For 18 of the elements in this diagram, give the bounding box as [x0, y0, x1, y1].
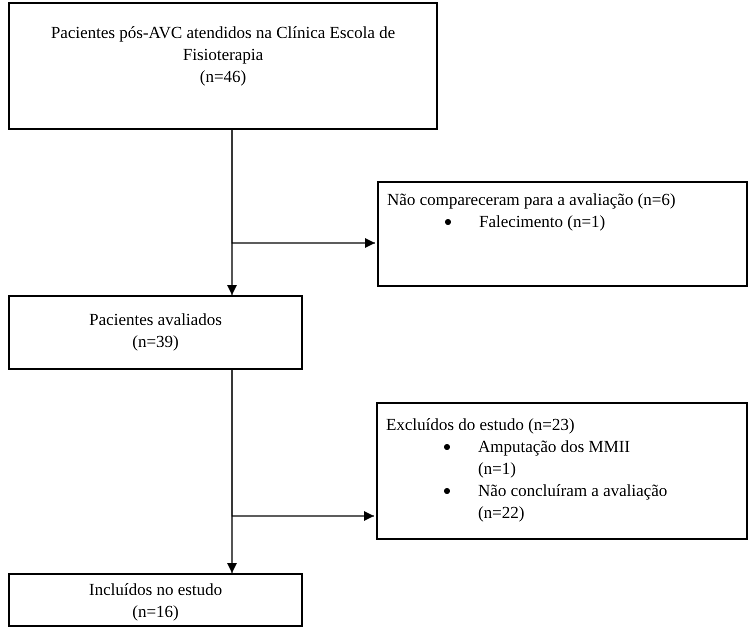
list-item: Amputação dos MMII (n=1): [478, 436, 648, 480]
list-item: Falecimento (n=1): [479, 211, 679, 234]
process-box: [376, 402, 748, 540]
list-item: Não concluíram a avaliação (n=22): [478, 480, 698, 524]
box-heading: Não compareceram para a avaliação (n=6): [387, 189, 676, 211]
arrow: [231, 130, 375, 248]
count-text: (n=46): [198, 66, 248, 88]
count-text: (n=39): [131, 331, 180, 354]
box-heading: Pacientes avaliados: [88, 309, 223, 331]
process-box: [8, 295, 303, 370]
process-box: [8, 2, 438, 130]
box-heading: Pacientes pós-AVC atendidos na Clínica Escola de Fisioterapia: [50, 22, 396, 66]
process-box: [377, 181, 748, 287]
box-heading: Incluídos no estudo: [88, 579, 224, 601]
count-text: (n=16): [131, 601, 180, 624]
arrow: [231, 370, 374, 521]
process-box: [8, 573, 303, 627]
box-heading: Excluídos do estudo (n=23): [386, 414, 576, 436]
